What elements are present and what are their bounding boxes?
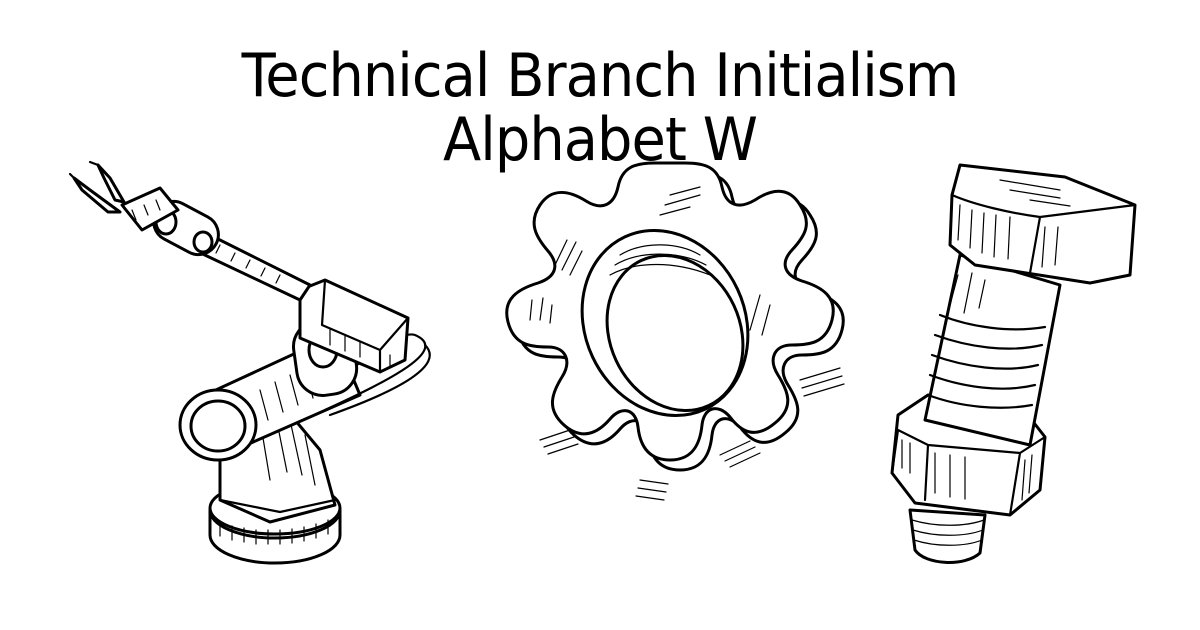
title-line-1: Technical Branch Initialism (241, 41, 960, 112)
robotic-arm-icon (68, 160, 431, 565)
gear-icon (505, 161, 845, 501)
page-title: Technical Branch Initialism Alphabet W (42, 44, 1158, 172)
title-line-2: Alphabet W (443, 105, 758, 176)
bolt-and-nut-icon (890, 163, 1137, 564)
